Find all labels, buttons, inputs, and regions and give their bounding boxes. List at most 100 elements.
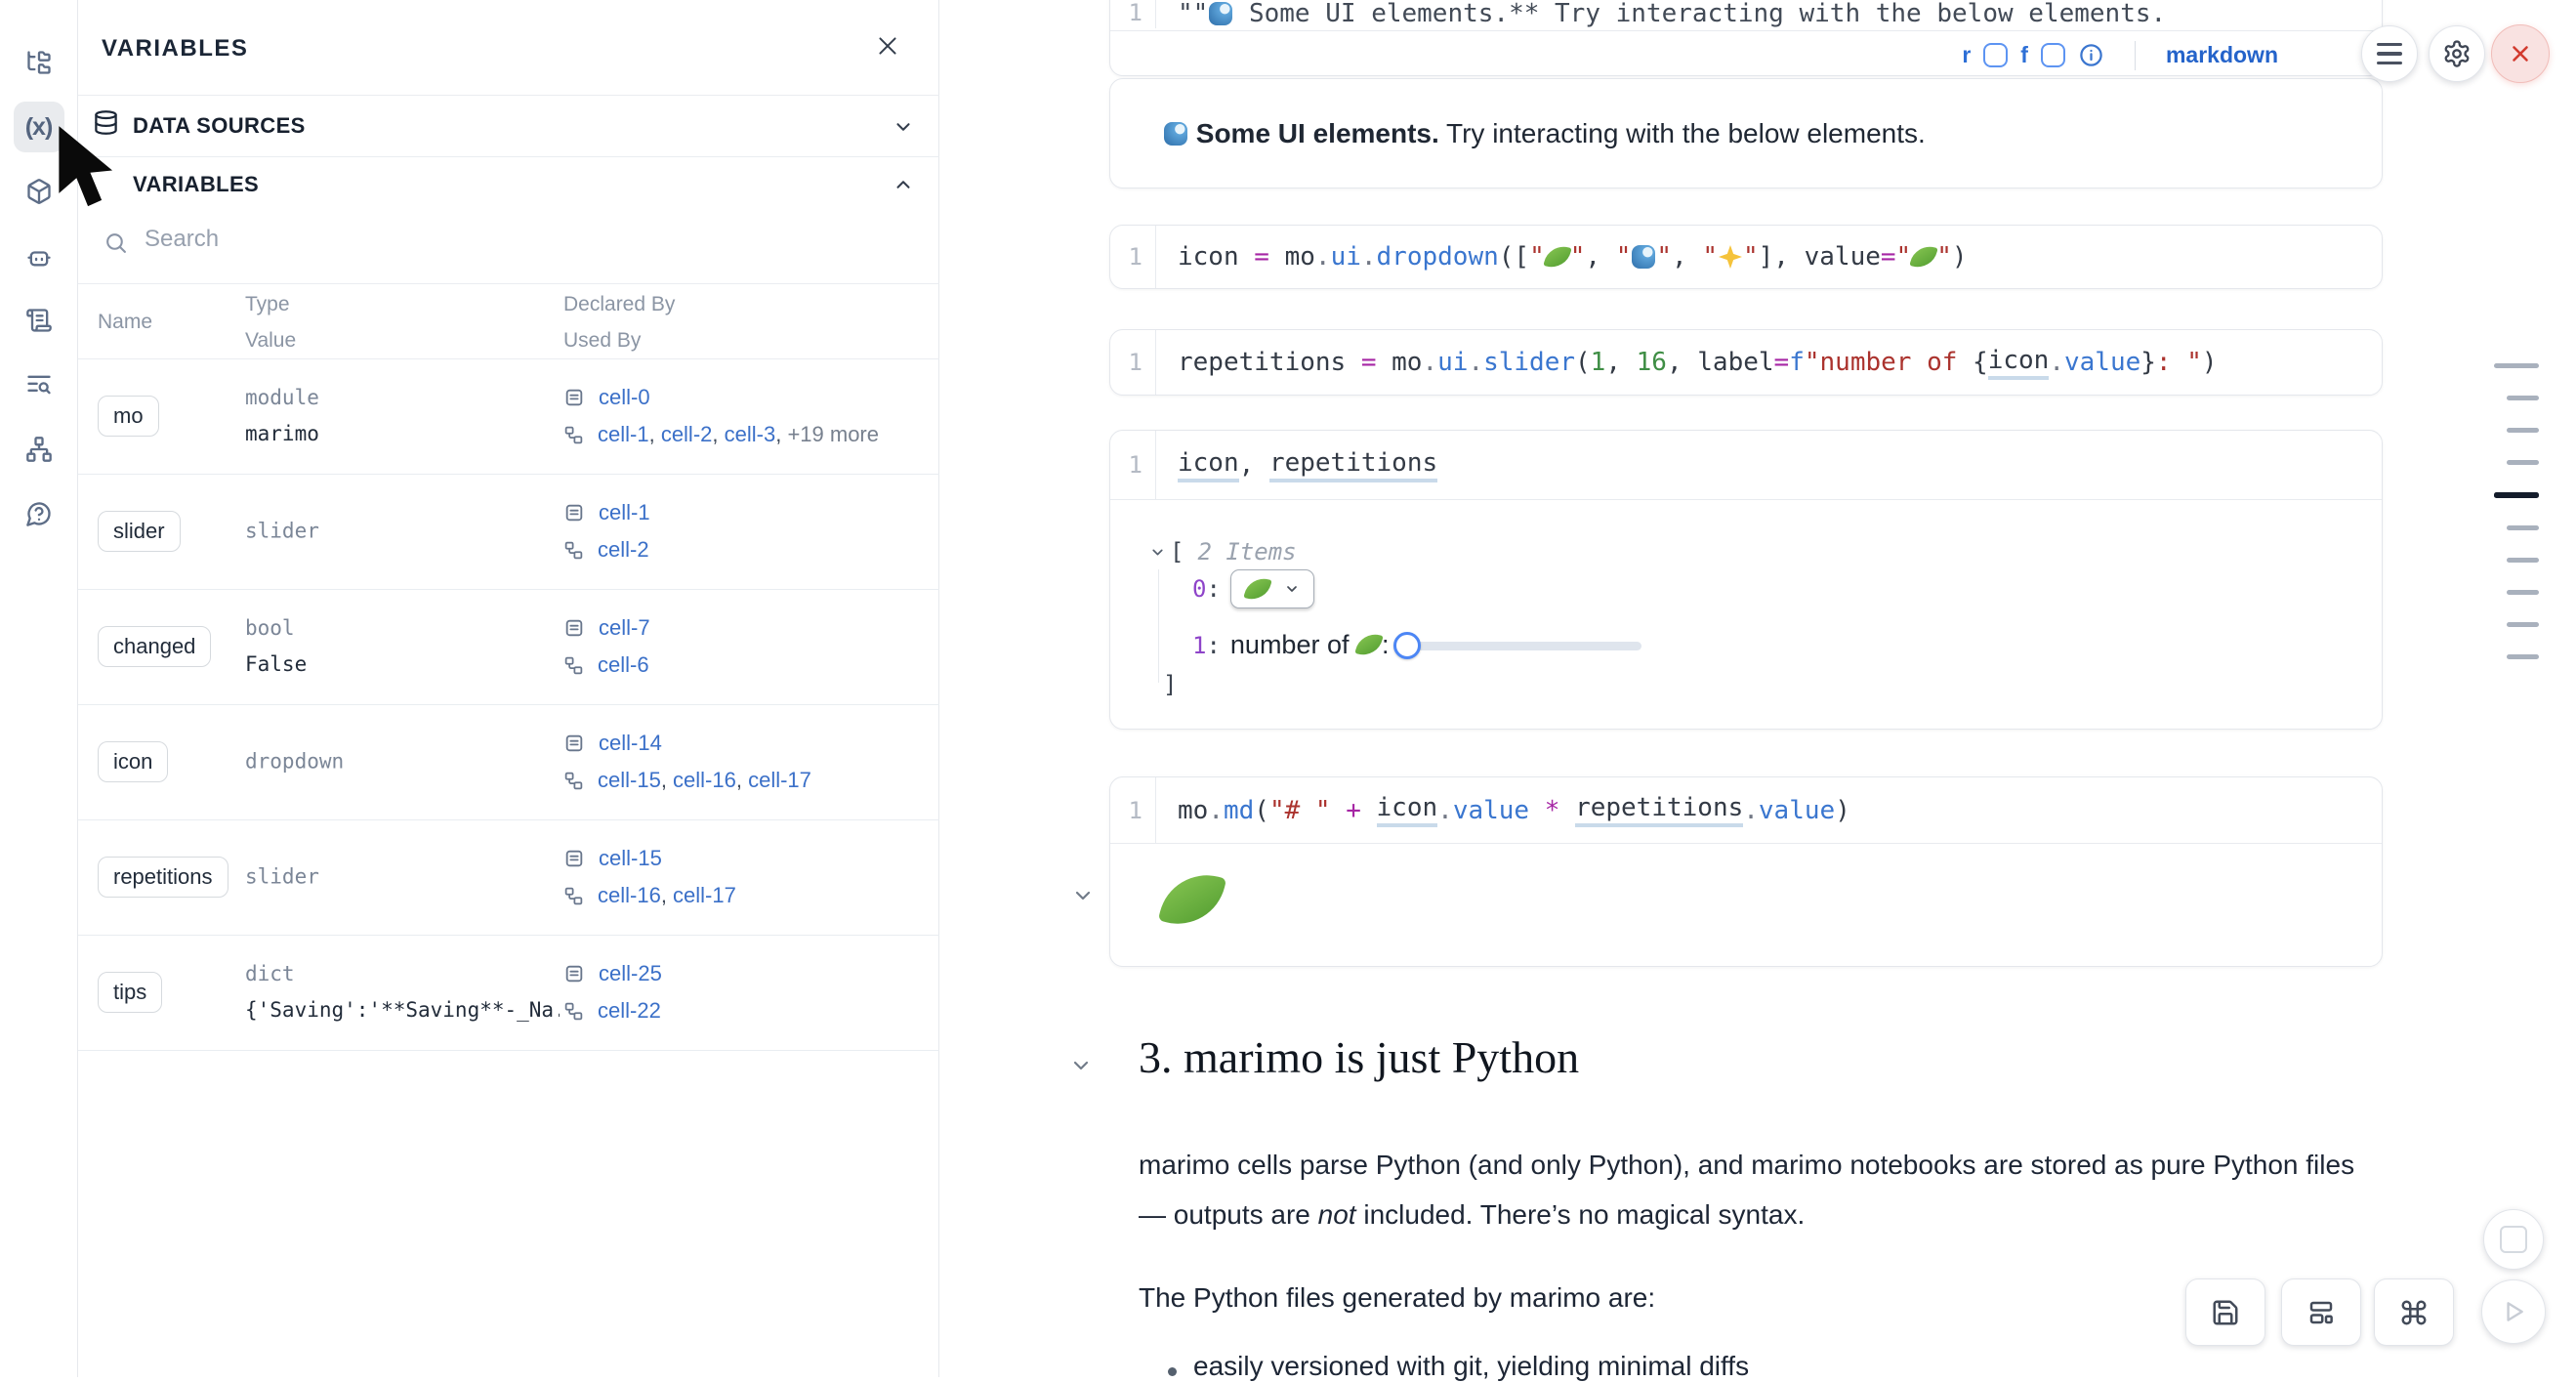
- run-checkbox-icon[interactable]: [1983, 43, 2009, 67]
- divider: [78, 358, 939, 359]
- minimap-cell-marker[interactable]: [2507, 558, 2539, 563]
- cell-link[interactable]: cell-22: [598, 998, 661, 1023]
- cell-markdown-truncated[interactable]: 1 "" Some UI elements.** Try interacting…: [1109, 0, 2383, 76]
- code-text[interactable]: icon, repetitions: [1156, 448, 1438, 482]
- section-variables[interactable]: VARIABLES: [133, 172, 260, 196]
- layout-button[interactable]: [2281, 1278, 2361, 1346]
- minimap-cell-marker[interactable]: [2507, 654, 2539, 659]
- section-data-sources[interactable]: DATA SOURCES: [133, 113, 306, 138]
- search-input[interactable]: [143, 225, 654, 254]
- cell-link[interactable]: cell-16: [598, 883, 661, 907]
- packages-icon[interactable]: [14, 166, 64, 217]
- variable-name-badge[interactable]: tips: [98, 972, 163, 1013]
- cell-link[interactable]: cell-15: [599, 846, 662, 870]
- variable-type-value: dict{'Saving':'**Saving**-_Na...: [245, 962, 560, 1022]
- run-marker: r: [1962, 42, 1972, 67]
- variables-panel-icon[interactable]: (x): [13, 102, 64, 152]
- cell-code-slider[interactable]: 1 repetitions = mo.ui.slider(1, 16, labe…: [1109, 329, 2383, 396]
- menu-button[interactable]: [2361, 25, 2418, 82]
- logs-search-icon[interactable]: [14, 359, 64, 410]
- gutter-divider: [1155, 226, 1156, 288]
- repetitions-slider[interactable]: [1392, 631, 1641, 660]
- file-explorer-icon[interactable]: [14, 37, 64, 88]
- cell-link[interactable]: cell-1: [598, 422, 649, 446]
- bullet-icon: [1168, 1367, 1177, 1376]
- cell-link[interactable]: cell-3: [724, 422, 776, 446]
- declared-by-line: cell-25: [563, 961, 662, 986]
- panel-title: VARIABLES: [102, 35, 249, 62]
- divider: [2134, 40, 2136, 70]
- cell-link[interactable]: cell-16: [673, 768, 736, 792]
- cell-language-label[interactable]: markdown: [2165, 42, 2278, 67]
- ai-assistant-icon[interactable]: [14, 230, 64, 281]
- chevron-down-icon[interactable]: [1071, 884, 1095, 907]
- variable-name-badge[interactable]: icon: [98, 741, 169, 782]
- used-by-line: cell-22: [563, 998, 662, 1024]
- cell-link[interactable]: cell-2: [660, 422, 713, 446]
- cell-link[interactable]: cell-17: [673, 883, 736, 907]
- chevron-up-icon[interactable]: [893, 174, 914, 195]
- cell-link[interactable]: cell-15: [598, 768, 661, 792]
- variable-name-badge[interactable]: slider: [98, 511, 181, 552]
- declared-by-links: cell-14: [599, 731, 662, 756]
- close-panel-icon[interactable]: [875, 33, 900, 59]
- cell-link[interactable]: cell-6: [598, 652, 649, 677]
- cell-code-dropdown[interactable]: 1 icon = mo.ui.dropdown(["", "", ""], va…: [1109, 225, 2383, 289]
- dropdown-select[interactable]: [1229, 569, 1314, 608]
- cell-link[interactable]: cell-25: [599, 961, 662, 985]
- code-text[interactable]: repetitions = mo.ui.slider(1, 16, label=…: [1156, 346, 2218, 380]
- shutdown-button[interactable]: [2491, 24, 2550, 83]
- cell-link[interactable]: cell-1: [599, 500, 650, 524]
- help-icon[interactable]: [14, 488, 64, 539]
- cell-link[interactable]: cell-7: [599, 615, 650, 640]
- keyboard-shortcuts-button[interactable]: [2374, 1278, 2454, 1346]
- minimap-cell-marker[interactable]: [2507, 396, 2539, 400]
- format-checkbox-icon[interactable]: [2040, 43, 2065, 67]
- divider: [78, 156, 939, 157]
- dependency-graph-icon[interactable]: [14, 424, 64, 475]
- used-by-links: cell-15, cell-16, cell-17: [598, 768, 811, 792]
- minimap-cell-marker[interactable]: [2507, 428, 2539, 433]
- variable-name-badge[interactable]: changed: [98, 626, 212, 667]
- used-by-links: cell-6: [598, 652, 649, 678]
- chevron-down-icon[interactable]: [893, 116, 914, 138]
- scratchpad-icon[interactable]: [14, 295, 64, 346]
- settings-button[interactable]: [2429, 25, 2485, 82]
- minimap-cell-marker[interactable]: [2507, 622, 2539, 627]
- minimap-cell-marker[interactable]: [2507, 525, 2539, 530]
- tree-item-0: 0 :: [1192, 569, 1314, 608]
- minimap-cell-marker[interactable]: [2494, 492, 2539, 498]
- cell-link[interactable]: cell-2: [598, 537, 649, 562]
- info-icon[interactable]: [2078, 42, 2104, 68]
- cell-link[interactable]: cell-0: [599, 385, 650, 409]
- slider-track[interactable]: [1406, 641, 1641, 650]
- minimap-cell-marker[interactable]: [2507, 590, 2539, 595]
- code-line[interactable]: 1 "" Some UI elements.** Try interacting…: [1110, 0, 2382, 30]
- cell-code-md[interactable]: 1 mo.md("# " + icon.value * repetitions.…: [1109, 776, 2383, 967]
- scroll-minimap[interactable]: [2480, 363, 2539, 687]
- minimap-cell-marker[interactable]: [2507, 460, 2539, 465]
- close-icon: [2513, 46, 2528, 62]
- line-number: 1: [1128, 451, 1143, 479]
- variable-name-badge[interactable]: mo: [98, 396, 159, 437]
- save-button[interactable]: [2185, 1278, 2265, 1346]
- cell-icon: [563, 502, 585, 523]
- code-text[interactable]: icon = mo.ui.dropdown(["", "", ""], valu…: [1178, 242, 1968, 272]
- cell-link[interactable]: cell-14: [599, 731, 662, 755]
- variable-name-badge[interactable]: repetitions: [98, 857, 229, 898]
- more-cells-label[interactable]: +19 more: [787, 422, 879, 446]
- chevron-down-icon: [1287, 586, 1297, 592]
- minimap-cell-marker[interactable]: [2494, 363, 2539, 368]
- run-button[interactable]: [2481, 1279, 2546, 1344]
- markdown-output: Some UI elements. Try interacting with t…: [1109, 78, 2383, 188]
- mouse-cursor: [59, 126, 113, 207]
- chevron-down-icon[interactable]: [1069, 1054, 1093, 1077]
- cell-link[interactable]: cell-17: [748, 768, 811, 792]
- cell-code-expr[interactable]: 1 icon, repetitions [ 2 Items 0 : 1 : nu…: [1109, 430, 2383, 730]
- code-text[interactable]: mo.md("# " + icon.value * repetitions.va…: [1156, 793, 1850, 827]
- slider-thumb[interactable]: [1392, 631, 1421, 659]
- tree-header[interactable]: [ 2 Items: [1149, 538, 1297, 565]
- stop-button[interactable]: [2483, 1209, 2544, 1270]
- declared-used-cells: cell-15 cell-16, cell-17: [563, 846, 736, 908]
